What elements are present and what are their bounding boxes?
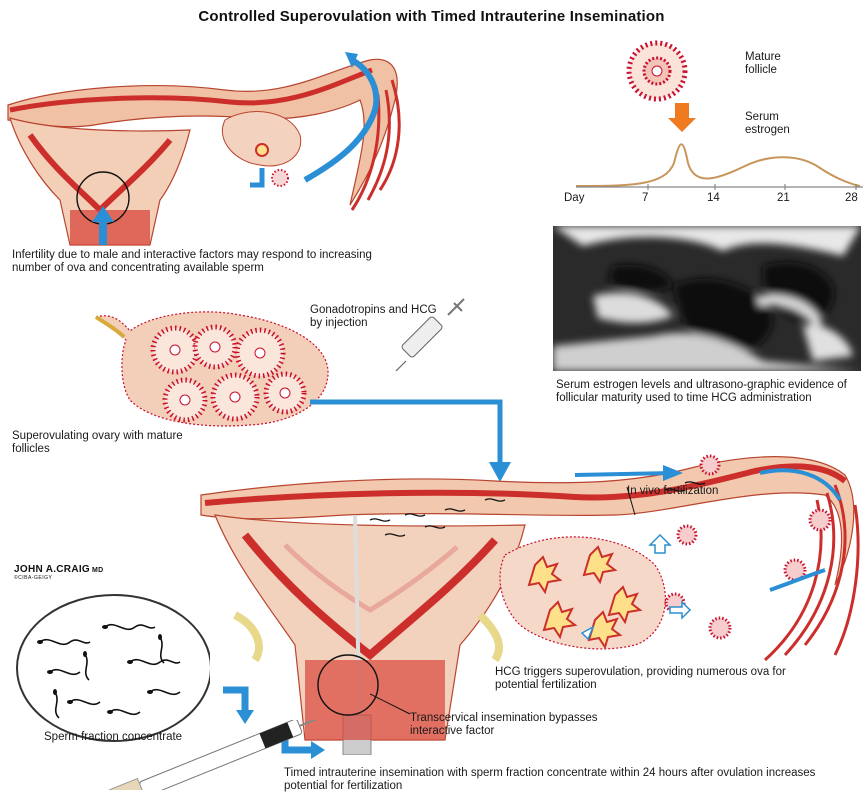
signature-name: JOHN A.CRAIG [14,564,90,575]
axis-tick-14: 14 [707,192,720,205]
caption-serum-ultrasound: Serum estrogen levels and ultrasono-grap… [556,379,861,405]
uterus-tube-illustration-top [0,40,430,250]
label-serum-estrogen: Serum estrogen [745,111,815,137]
axis-tick-21: 21 [777,192,790,205]
caption-superovulating: Superovulating ovary with mature follicl… [12,430,212,456]
ultrasound-image [553,226,861,371]
axis-day-label: Day [564,192,584,205]
axis-tick-7: 7 [642,192,648,205]
caption-timed-insemination: Timed intrauterine insemination with spe… [284,767,844,793]
signature-suffix: MD [92,567,104,574]
signature-org: ©CIBA-GEIGY [14,575,104,581]
mature-follicle-icon [629,43,685,99]
page-title: Controlled Superovulation with Timed Int… [0,8,863,25]
caption-transcervical: Transcervical insemination bypasses inte… [410,712,650,738]
caption-infertility: Infertility due to male and interactive … [12,249,392,275]
caption-hcg-triggers: HCG triggers superovulation, providing n… [495,666,825,692]
syringe-icon [392,293,472,378]
label-in-vivo-fertilization: In vivo fertilization [627,485,727,498]
artist-signature: JOHN A.CRAIGMD ©CIBA-GEIGY [14,564,104,581]
axis-tick-28: 28 [845,192,858,205]
estrogen-graph [560,38,863,208]
label-mature-follicle: Mature follicle [745,51,815,77]
superovulating-ovary-illustration [90,305,335,430]
